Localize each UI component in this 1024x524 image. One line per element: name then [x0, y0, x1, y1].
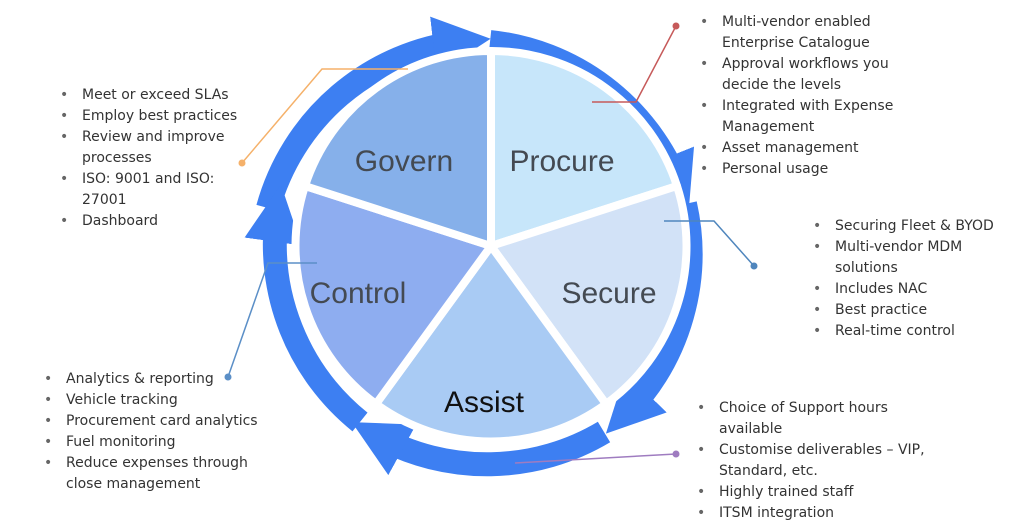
list-item: Multi-vendor enabled Enterprise Catalogu… [700, 12, 900, 54]
list-item: Customise deliverables – VIP, Standard, … [697, 440, 937, 482]
connector-procure [592, 25, 677, 103]
control-bullet-list: Analytics & reporting Vehicle tracking P… [44, 369, 284, 495]
secure-bullet-list: Securing Fleet & BYOD Multi-vendor MDM s… [813, 216, 1018, 342]
list-item: Procurement card analytics [44, 411, 284, 432]
label-control: Control [310, 277, 407, 310]
connector-govern [241, 68, 408, 164]
list-item: Employ best practices [60, 106, 260, 127]
list-item: Best practice [813, 300, 1018, 321]
label-assist: Assist [444, 386, 525, 419]
segment-control [291, 182, 495, 408]
assist-bullet-list: Choice of Support hours available Custom… [697, 398, 937, 524]
connector-dot-assist [672, 450, 680, 458]
procure-bullet-list: Multi-vendor enabled Enterprise Catalogu… [700, 12, 900, 180]
label-procure: Procure [509, 145, 614, 178]
connector-dot-procure [672, 22, 680, 30]
list-item: Meet or exceed SLAs [60, 85, 260, 106]
segment-assist [372, 242, 610, 446]
list-item: Dashboard [60, 211, 260, 232]
label-govern: Govern [355, 145, 453, 178]
list-item: Personal usage [700, 159, 900, 180]
list-item: Securing Fleet & BYOD [813, 216, 1018, 237]
connector-control [227, 262, 317, 378]
list-item: Real-time control [813, 321, 1018, 342]
arrow-control-to-govern [244, 184, 368, 432]
connector-dot-secure [750, 262, 758, 270]
cycle-pie [291, 46, 691, 446]
list-item: Includes NAC [813, 279, 1018, 300]
list-item: Highly trained staff [697, 482, 937, 503]
list-item: Approval workflows you decide the levels [700, 54, 900, 96]
list-item: Integrated with Expense Management [700, 96, 900, 138]
connector-assist [514, 453, 677, 464]
list-item: Multi-vendor MDM solutions [813, 237, 1018, 279]
list-item: Analytics & reporting [44, 369, 284, 390]
arrow-govern-to-procure [256, 16, 491, 212]
segment-labels: Govern Procure Secure Assist Control [310, 145, 657, 419]
list-item: Reduce expenses through close management [44, 453, 284, 495]
list-item: Review and improve processes [60, 127, 260, 169]
segment-govern [301, 46, 495, 250]
list-item: Vehicle tracking [44, 390, 284, 411]
arrow-assist-to-control [351, 421, 611, 477]
list-item: ISO: 9001 and ISO: 27001 [60, 169, 260, 211]
list-item: Fuel monitoring [44, 432, 284, 453]
segment-secure [487, 182, 691, 408]
govern-bullet-list: Meet or exceed SLAs Employ best practice… [60, 85, 260, 232]
connector-secure [664, 220, 755, 267]
list-item: Choice of Support hours available [697, 398, 937, 440]
label-secure: Secure [561, 277, 656, 310]
list-item: Asset management [700, 138, 900, 159]
list-item: ITSM integration [697, 503, 937, 524]
